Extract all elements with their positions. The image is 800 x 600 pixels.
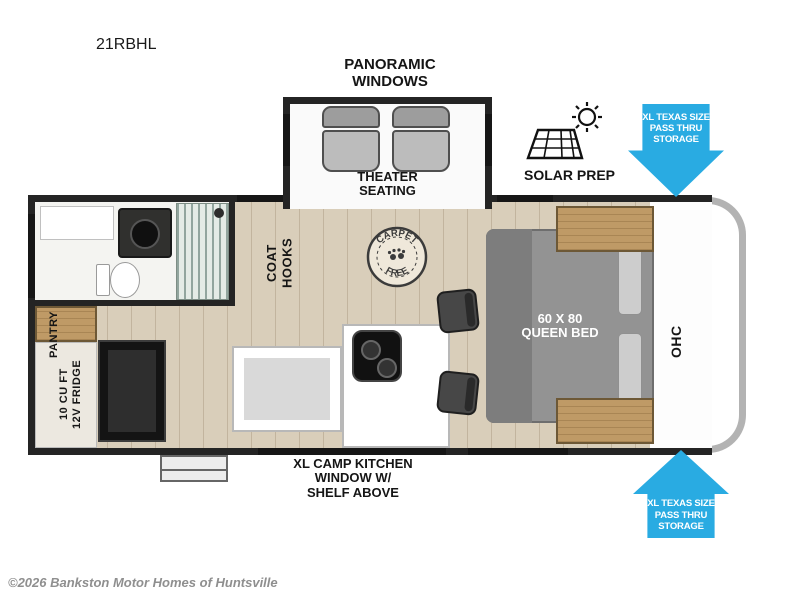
fridge-label: 10 CU FT 12V FRIDGE — [58, 359, 84, 429]
pass-thru-arrow-top: XL TEXAS SIZE PASS THRU STORAGE — [628, 104, 724, 197]
showerhead-icon — [214, 208, 224, 218]
camp-kitchen-window — [258, 448, 446, 455]
seat-cushion — [322, 130, 380, 172]
bed-pillow — [618, 333, 642, 405]
window — [468, 448, 568, 455]
pass-thru-arrow-bottom: XL TEXAS SIZE PASS THRU STORAGE — [633, 450, 729, 538]
window — [237, 195, 283, 202]
window — [485, 114, 492, 166]
stool-back — [464, 292, 476, 328]
solar-prep-icon — [526, 102, 602, 160]
queen-bed-label: 60 X 80 QUEEN BED — [521, 311, 599, 341]
paw-print-icon — [387, 248, 406, 260]
solar-prep-label: SOLAR PREP — [523, 167, 615, 183]
shower — [176, 203, 229, 300]
stool — [435, 370, 481, 416]
theater-seat-left — [322, 106, 380, 172]
watermark: ©2026 Bankston Motor Homes of Huntsville — [8, 575, 278, 590]
entry-step — [160, 455, 228, 482]
carpet-free-badge: CARPET FREE — [366, 226, 428, 288]
burner-icon — [377, 358, 397, 378]
theater-seat-right — [392, 106, 450, 172]
step-tread — [162, 468, 226, 471]
bed-blanket — [486, 229, 532, 423]
theater-seating-label: THEATER SEATING — [357, 169, 418, 199]
model-label: 21RBHL — [96, 36, 157, 53]
ohc-label: OHC — [668, 325, 684, 359]
window — [28, 214, 35, 298]
kitchen-island — [232, 346, 342, 432]
bed-pillow — [618, 243, 642, 315]
seat-back — [322, 106, 380, 128]
fridge-door — [108, 350, 156, 432]
panoramic-windows-label: PANORAMIC WINDOWS — [344, 56, 436, 90]
sink-bowl-icon — [130, 219, 160, 249]
seat-back — [392, 106, 450, 128]
toilet — [110, 262, 140, 298]
seat-cushion — [392, 130, 450, 172]
toilet-tank — [96, 264, 110, 296]
fridge-cabinet — [35, 342, 97, 448]
wardrobe-bottom — [556, 398, 654, 444]
window — [497, 195, 553, 202]
svg-text:CARPET: CARPET — [374, 228, 420, 246]
window — [283, 114, 290, 166]
pantry-cabinet — [35, 306, 97, 342]
front-interior — [650, 202, 712, 448]
bathroom-counter — [40, 206, 114, 240]
svg-text:FREE: FREE — [384, 265, 411, 279]
coat-hooks-label: COAT HOOKS — [264, 237, 295, 289]
stool-back — [464, 376, 476, 412]
wardrobe-top — [556, 206, 654, 252]
stool — [435, 288, 481, 334]
camp-kitchen-label: XL CAMP KITCHEN WINDOW W/ SHELF ABOVE — [293, 456, 413, 500]
pass-thru-bottom-label: XL TEXAS SIZE PASS THRU STORAGE — [647, 498, 715, 532]
pass-thru-top-label: XL TEXAS SIZE PASS THRU STORAGE — [642, 112, 710, 146]
cooktop — [352, 330, 402, 382]
fridge — [98, 340, 166, 442]
vanity-sink — [118, 208, 172, 258]
island-top — [244, 358, 330, 420]
burner-icon — [361, 340, 381, 360]
